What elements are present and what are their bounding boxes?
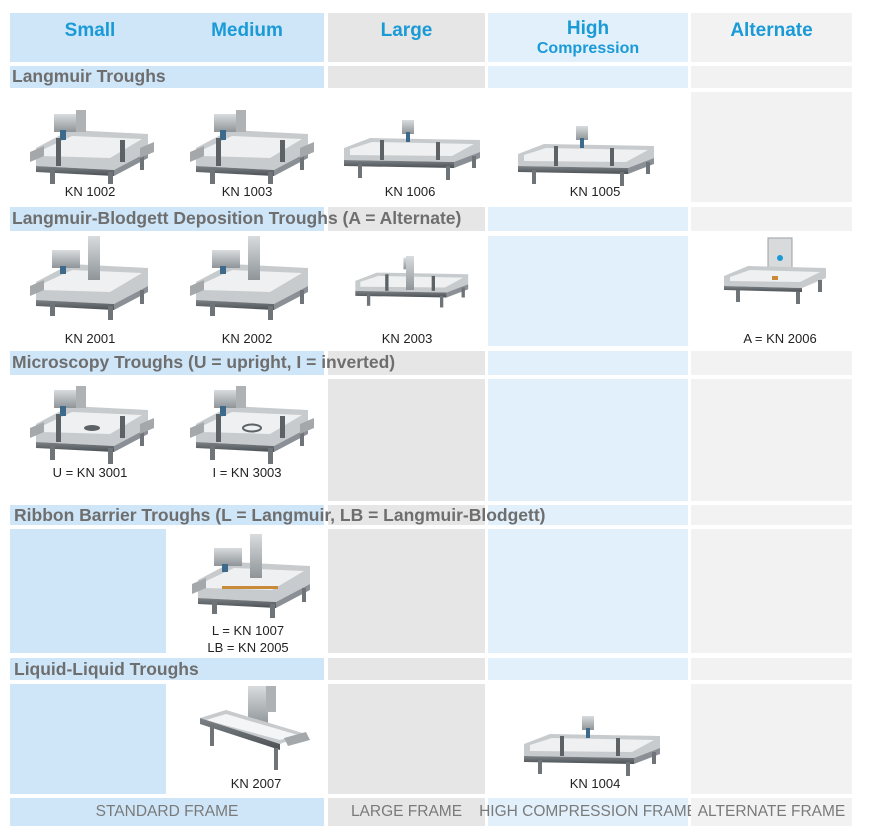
- alternate-cell-liquid: [691, 684, 852, 794]
- small-cell-liquid: [10, 684, 166, 794]
- section-bar-large: [328, 505, 485, 525]
- header-standard-bg: [10, 13, 324, 62]
- alternate-cell-langmuir: [691, 92, 852, 202]
- caption-kn3001: U = KN 3001: [52, 465, 128, 480]
- section-title-lb: Langmuir-Blodgett Deposition Troughs (A …: [12, 208, 462, 228]
- caption-kn1005: KN 1005: [569, 184, 621, 199]
- section-bar-alternate: [691, 207, 852, 231]
- caption-kn2002: KN 2002: [221, 331, 273, 346]
- footer-large-frame: LARGE FRAME: [328, 798, 485, 826]
- caption-kn2005: LB = KN 2005: [207, 640, 289, 655]
- trough-image-kn3003: [190, 386, 314, 464]
- section-title-ribbon: Ribbon Barrier Troughs (L = Langmuir, LB…: [14, 505, 546, 525]
- trough-image-kn1003: [190, 110, 314, 184]
- section-bar-large: [328, 658, 485, 680]
- trough-image-kn2003: [355, 256, 469, 308]
- section-bar-high: [488, 505, 688, 525]
- section-bar-alternate: [691, 658, 852, 680]
- alternate-cell-ribbon: [691, 529, 852, 653]
- section-bar-standard: [10, 66, 324, 88]
- large-cell-ribbon: [328, 529, 485, 653]
- header-high-line2: Compression: [536, 39, 640, 57]
- small-cell-ribbon: [10, 529, 166, 653]
- caption-kn1002: KN 1002: [64, 184, 116, 199]
- high-cell-ribbon: [488, 529, 688, 653]
- header-alternate: Alternate: [691, 13, 852, 62]
- section-bar-standard: [10, 505, 324, 525]
- large-cell-microscopy: [328, 379, 485, 501]
- caption-kn3003: I = KN 3003: [212, 465, 282, 480]
- trough-image-kn1005: [518, 126, 654, 186]
- trough-image-kn1004: [524, 716, 660, 776]
- trough-image-kn1002: [30, 110, 154, 184]
- section-bar-standard: [10, 658, 324, 680]
- caption-kn1003: KN 1003: [221, 184, 273, 199]
- header-small: Small: [64, 20, 116, 41]
- section-title-langmuir: Langmuir Troughs: [12, 66, 166, 86]
- section-bar-high: [488, 351, 688, 375]
- caption-kn2001: KN 2001: [64, 331, 116, 346]
- trough-image-kn1006: [344, 120, 480, 180]
- trough-image-kn2002: [190, 236, 308, 320]
- section-title-microscopy: Microscopy Troughs (U = upright, I = inv…: [12, 352, 396, 372]
- large-cell-liquid: [328, 684, 485, 794]
- trough-image-kn1007: [192, 534, 310, 618]
- section-bar-large: [328, 207, 485, 231]
- trough-image-kn3001: [30, 386, 154, 464]
- high-cell-lb: [488, 236, 688, 346]
- section-bar-alternate: [691, 505, 852, 525]
- section-bar-high: [488, 66, 688, 88]
- section-bar-high: [488, 207, 688, 231]
- caption-kn1004: KN 1004: [569, 776, 621, 791]
- header-high-compression: High Compression: [488, 13, 688, 62]
- trough-image-kn2007: [200, 686, 310, 770]
- section-bar-alternate: [691, 66, 852, 88]
- section-title-liquid: Liquid-Liquid Troughs: [14, 659, 199, 679]
- alternate-cell-microscopy: [691, 379, 852, 501]
- caption-kn1007: L = KN 1007: [211, 623, 285, 638]
- header-medium: Medium: [211, 20, 283, 41]
- header-high-line1: High: [566, 17, 610, 39]
- trough-image-kn2001: [30, 236, 148, 320]
- caption-kn1006: KN 1006: [384, 184, 436, 199]
- caption-kn2006: A = KN 2006: [743, 331, 817, 346]
- section-bar-large: [328, 351, 485, 375]
- caption-kn2003: KN 2003: [381, 331, 433, 346]
- header-large: Large: [328, 13, 485, 62]
- high-cell-microscopy: [488, 379, 688, 501]
- trough-image-kn2006: [724, 237, 826, 304]
- footer-standard-frame: STANDARD FRAME: [10, 798, 324, 826]
- section-bar-standard: [10, 351, 324, 375]
- section-bar-large: [328, 66, 485, 88]
- footer-high-compression-frame: HIGH COMPRESSION FRAME: [479, 798, 697, 826]
- caption-kn2007: KN 2007: [230, 776, 282, 791]
- section-bar-standard: [10, 207, 324, 231]
- section-bar-alternate: [691, 351, 852, 375]
- section-bar-high: [488, 658, 688, 680]
- footer-alternate-frame: ALTERNATE FRAME: [691, 798, 852, 826]
